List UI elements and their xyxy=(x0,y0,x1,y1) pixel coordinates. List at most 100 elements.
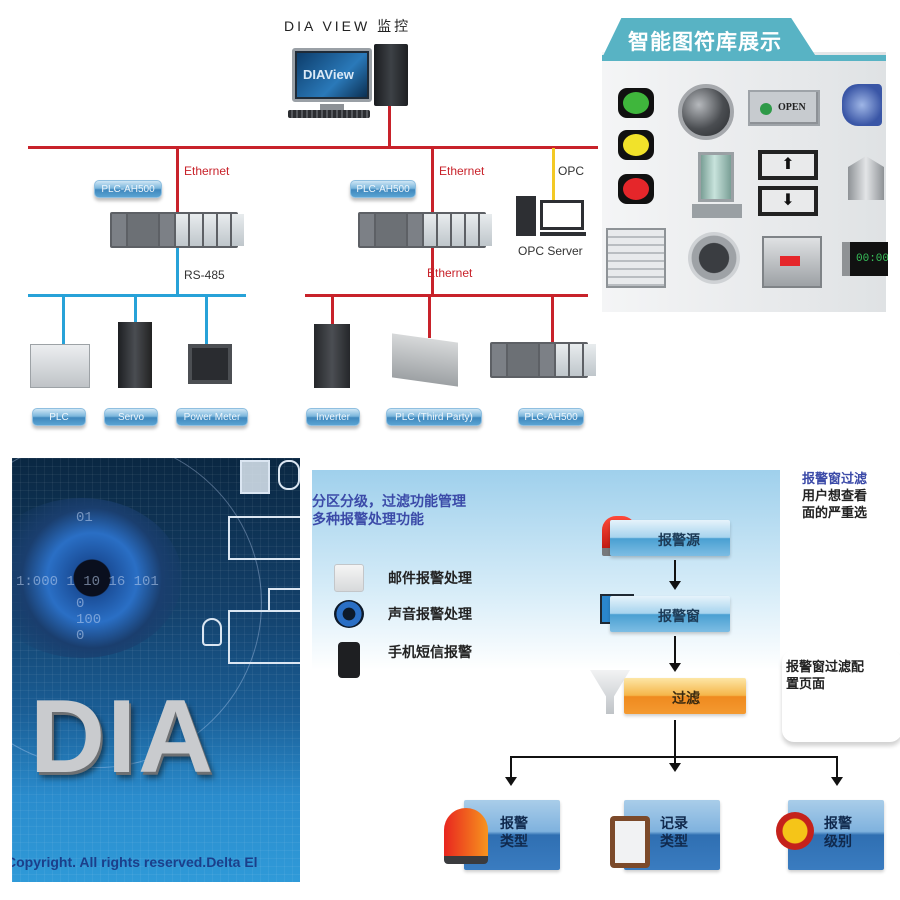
note-line: 置页面 xyxy=(786,676,826,691)
ethernet-drop-lower xyxy=(431,248,434,294)
plc-device-icon xyxy=(30,344,90,388)
opc-label: OPC xyxy=(558,164,585,178)
opc-server-label: OPC Server xyxy=(518,244,583,258)
filter-config-note: 报警窗过滤配 置页面 xyxy=(786,658,864,692)
device-badge-inverter: Inverter xyxy=(306,408,360,426)
alarm-flow-panel: 分区分级，过滤功能管理 多种报警处理功能 邮件报警处理 声音报警处理 手机短信报… xyxy=(312,470,900,890)
opc-link xyxy=(552,148,555,200)
ethernet-label-lower: Ethernet xyxy=(427,266,473,280)
ethernet-label-left: Ethernet xyxy=(184,164,230,178)
user-icon xyxy=(202,618,222,646)
keyboard-icon xyxy=(288,110,370,118)
up-arrow-button[interactable]: ⬆ xyxy=(758,150,818,180)
eth-drop-ah500 xyxy=(551,296,554,342)
plc-ah500-device-icon xyxy=(490,342,596,378)
feature-item: 邮件报警处理 xyxy=(388,570,472,586)
open-button[interactable]: OPEN xyxy=(748,90,820,126)
servo-device-icon xyxy=(118,322,152,388)
rs485-drop-meter xyxy=(205,296,208,344)
tank-pump-icon xyxy=(698,152,734,202)
green-lamp-icon xyxy=(618,88,654,118)
note-line: 报警窗过滤配 xyxy=(786,659,865,674)
warning-light-icon xyxy=(444,808,488,864)
devices-panel-icon xyxy=(228,516,300,560)
binary-row: 100 xyxy=(76,612,102,628)
connector-line xyxy=(268,588,300,590)
eth-drop-third-party xyxy=(428,296,431,338)
controller-badge-left: PLC-AH500 xyxy=(94,180,162,198)
alarm-header: 分区分级，过滤功能管理 多种报警处理功能 xyxy=(312,492,466,528)
flow-arrow xyxy=(669,636,681,672)
device-badge-third-party-plc: PLC (Third Party) xyxy=(386,408,482,426)
digital-clock-display: 00:00: xyxy=(842,242,888,276)
header-line: 多种报警处理功能 xyxy=(312,511,424,527)
monitor-icon: DIAView xyxy=(292,48,372,102)
dia-logo: DIA xyxy=(30,679,216,795)
eth-drop-inverter xyxy=(331,296,334,324)
phone-icon xyxy=(338,642,360,678)
database-icon xyxy=(278,460,300,490)
motor-core xyxy=(780,256,800,266)
flow-arrow xyxy=(831,756,843,786)
eye-graphic xyxy=(12,498,182,658)
dia-splash-panel: 01 1:000 1 10 16 101 0 100 0 DIA Copyrig… xyxy=(12,458,300,882)
rs485-label: RS-485 xyxy=(184,268,225,282)
tab-underline xyxy=(602,55,886,61)
note-line: 报警窗过滤 xyxy=(802,471,868,486)
down-arrow-button[interactable]: ⬇ xyxy=(758,186,818,216)
flow-arrow xyxy=(669,560,681,590)
copyright-text: Copyright. All rights reserved.Delta El xyxy=(12,854,258,870)
inverter-icon xyxy=(314,324,350,388)
cabinet-icon xyxy=(606,228,666,288)
up-arrow-icon: ⬆ xyxy=(762,154,814,176)
symbol-library-title: 智能图符库展示 xyxy=(602,18,817,58)
ethernet-drop-left xyxy=(176,148,179,214)
tank-base xyxy=(692,204,742,218)
rs485-bus xyxy=(28,294,246,297)
filter-config-callout xyxy=(782,650,900,742)
clipboard-paper xyxy=(615,821,645,863)
node-label: 类型 xyxy=(660,833,688,849)
monitor-stand xyxy=(320,104,344,110)
flow-branch-line xyxy=(510,756,838,758)
award-ribbon-icon xyxy=(776,812,814,850)
red-lamp-icon xyxy=(618,174,654,204)
status-dot-icon xyxy=(760,103,772,115)
plc-rack-left xyxy=(110,212,244,248)
motor-icon xyxy=(762,236,822,288)
connector-line xyxy=(268,588,270,610)
symbol-library-panel: 智能图符库展示 OPEN ⬆ ⬇ 00:00: xyxy=(598,0,900,440)
topology-title: DIA VIEW 监控 xyxy=(284,18,412,34)
red-lamp-light xyxy=(623,178,649,200)
node-label: 级别 xyxy=(824,833,852,849)
rs485-drop xyxy=(176,248,179,294)
top-right-note: 报警窗过滤 用户想查看 面的严重选 xyxy=(802,470,867,521)
plc-rack-mid xyxy=(358,212,492,248)
controller-badge-mid: PLC-AH500 xyxy=(350,180,416,198)
filter-node[interactable]: 过滤 xyxy=(624,678,746,714)
yellow-lamp-light xyxy=(623,134,649,156)
node-label: 类型 xyxy=(500,833,528,849)
device-badge-plc-ah500: PLC-AH500 xyxy=(518,408,584,426)
node-label: 报警 xyxy=(500,815,528,831)
power-meter-icon xyxy=(188,344,232,384)
ethernet-drop-mid xyxy=(431,148,434,214)
ethernet-lower-bus xyxy=(305,294,588,297)
binary-row: 1:000 1 10 16 101 xyxy=(16,574,159,590)
alarm-window-node[interactable]: 报警窗 xyxy=(610,596,730,632)
green-lamp-light xyxy=(623,92,649,114)
feature-item: 手机短信报警 xyxy=(388,644,472,660)
header-line: 分区分级，过滤功能管理 xyxy=(312,493,466,509)
network-topology-panel: DIA VIEW 监控 DIAView Ethernet Ethernet OP… xyxy=(0,0,598,440)
clipboard-icon xyxy=(610,816,650,868)
feature-item: 声音报警处理 xyxy=(388,606,472,622)
third-party-plc-icon xyxy=(392,333,458,387)
turbine-icon xyxy=(842,84,882,126)
header-background xyxy=(312,470,780,670)
binary-row: 0 xyxy=(76,596,85,612)
device-badge-power-meter: Power Meter xyxy=(176,408,248,426)
note-line: 用户想查看 xyxy=(802,488,868,503)
mail-icon xyxy=(334,564,364,592)
alarm-source-node[interactable]: 报警源 xyxy=(610,520,730,556)
speaker-icon xyxy=(334,600,364,628)
